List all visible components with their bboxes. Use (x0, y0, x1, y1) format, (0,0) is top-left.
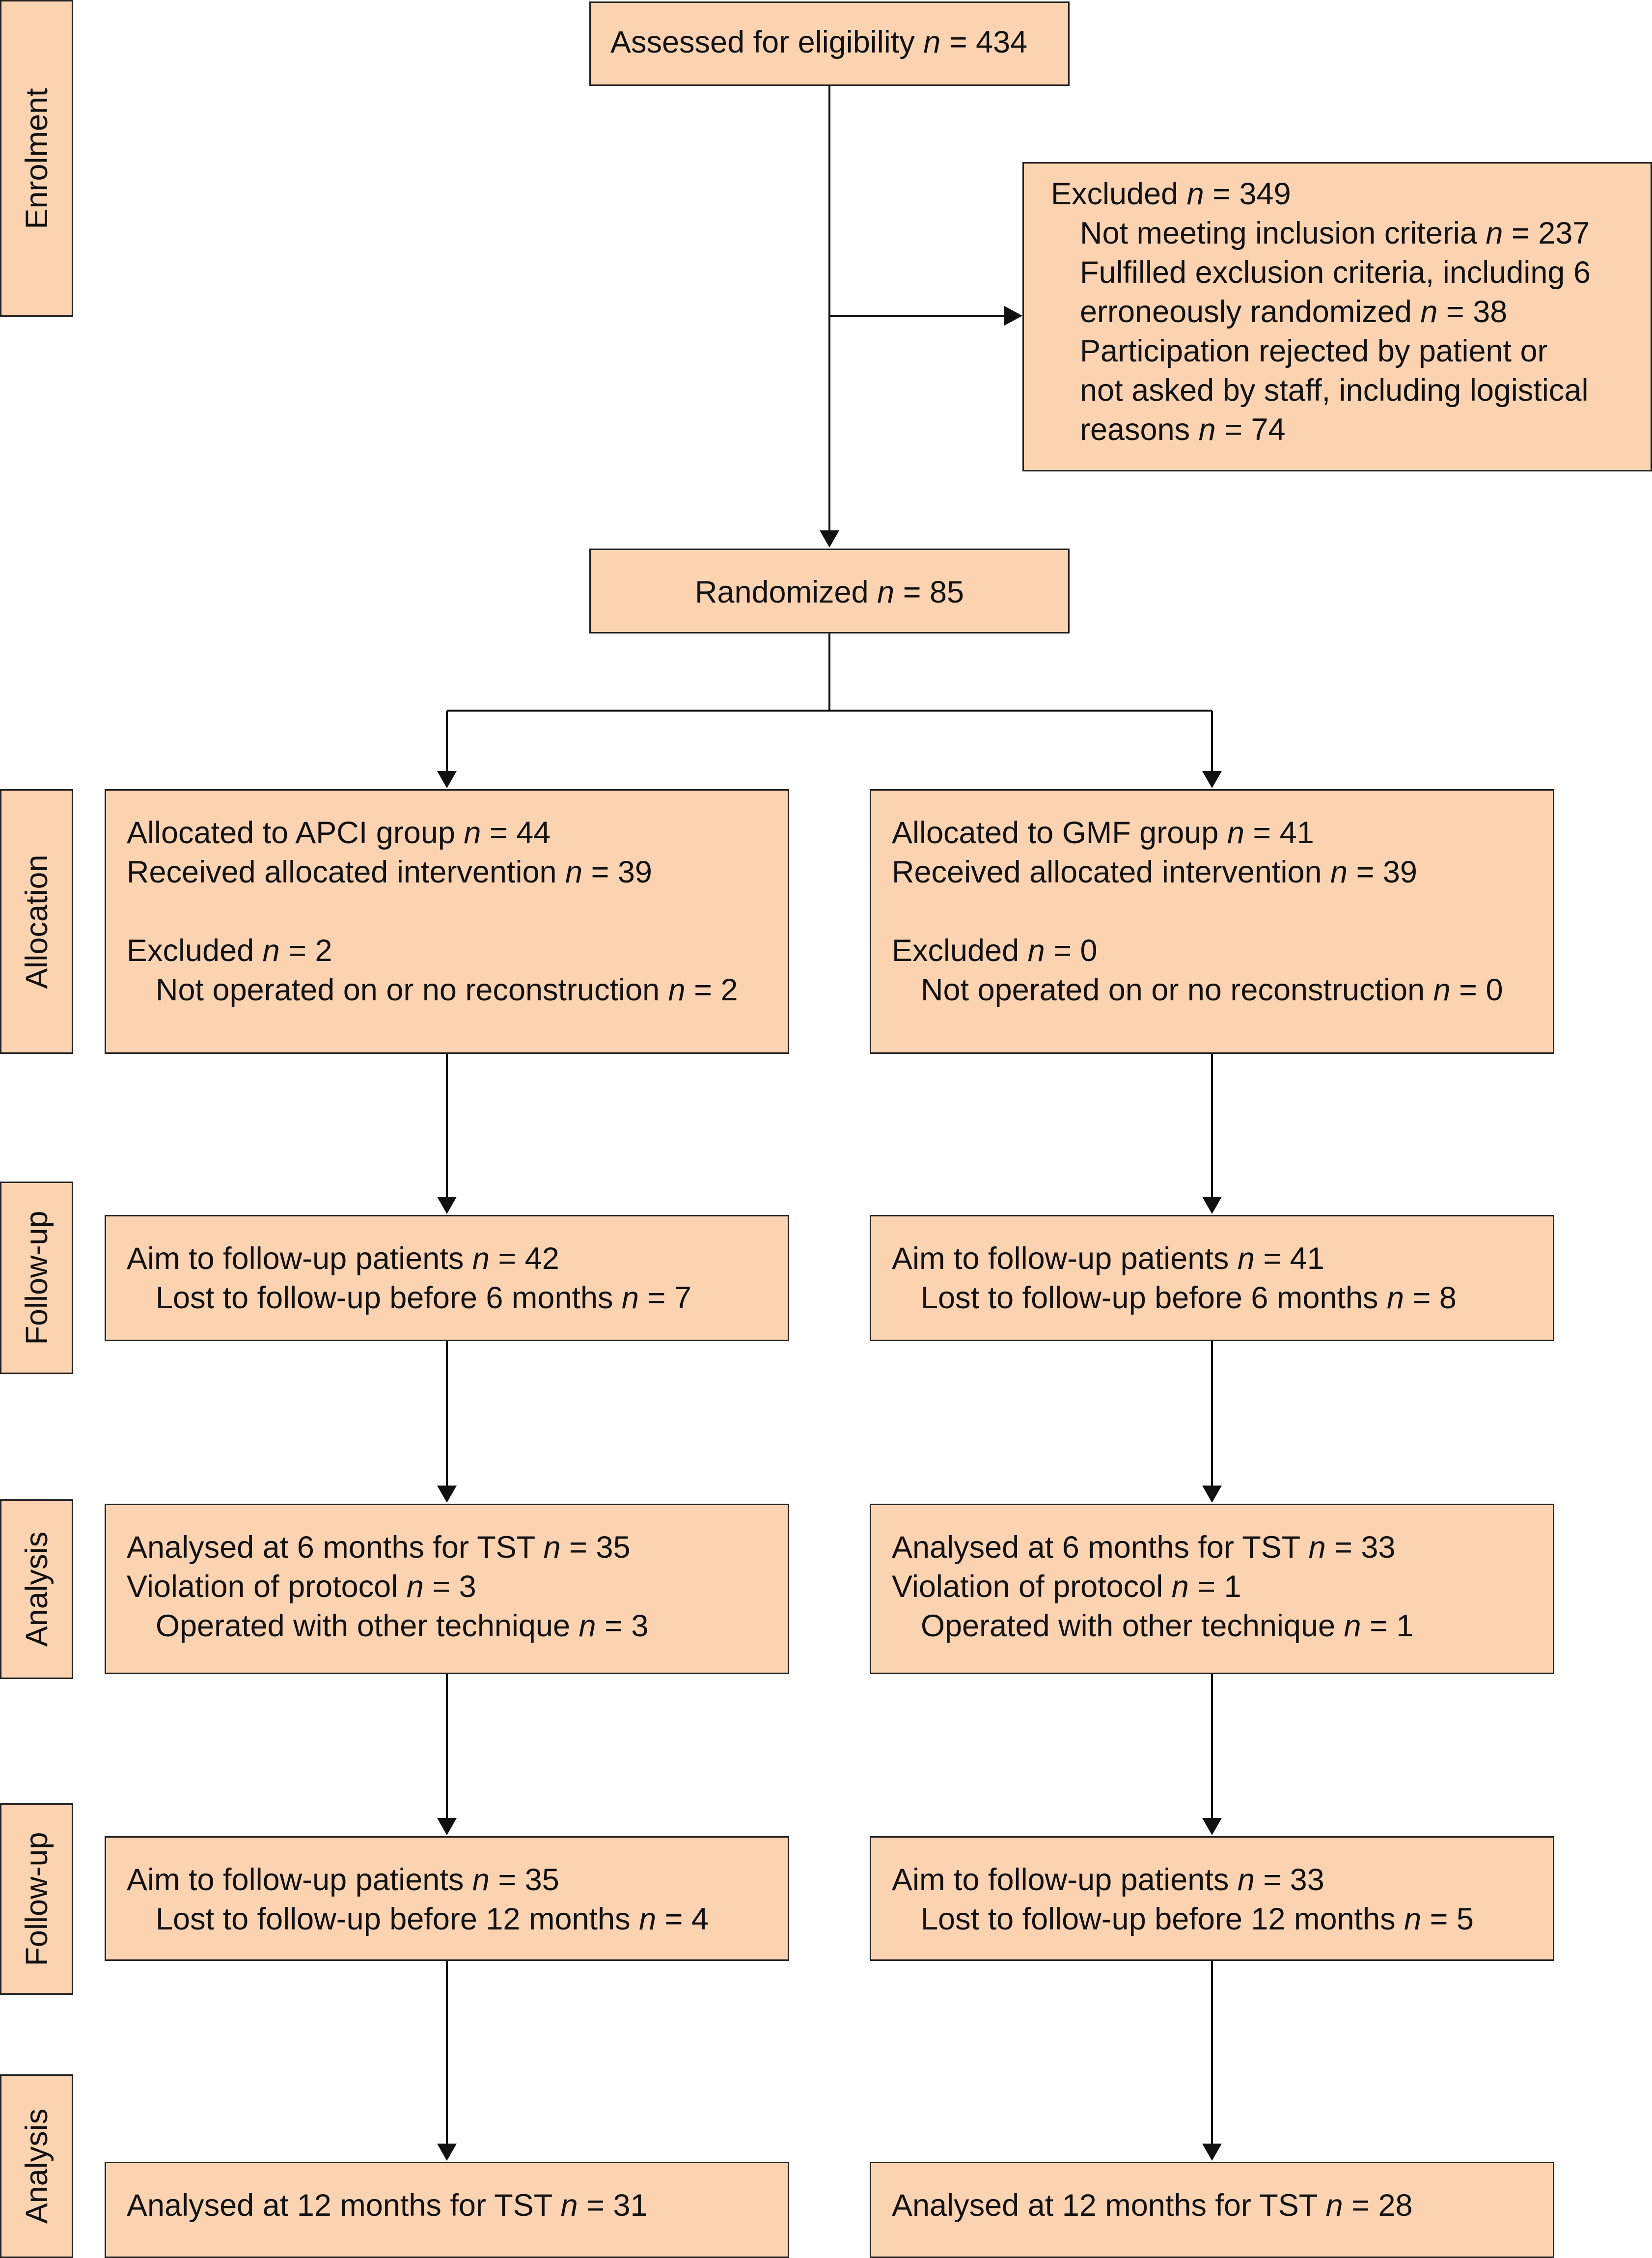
stage-analysis1-text: Analysis (19, 1531, 54, 1647)
apci-an2-analysed-line: Analysed at 12 months for TST n = 31 (127, 2188, 648, 2223)
excluded-inclusion-line: Not meeting inclusion criteria n = 237 (1080, 216, 1590, 250)
apci-fu1-lost-line: Lost to follow-up before 6 months n = 7 (156, 1281, 691, 1315)
gmf-allocated-line: Allocated to GMF group n = 41 (892, 816, 1314, 850)
apci-allocated-line: Allocated to APCI group n = 44 (127, 816, 551, 850)
excluded-title: Excluded n = 349 (1051, 177, 1291, 211)
gmf-an1-technique-line: Operated with other technique n = 1 (921, 1609, 1414, 1643)
apci-received-line: Received allocated intervention n = 39 (127, 855, 652, 889)
excluded-box: Excluded n = 349 Not meeting inclusion c… (1022, 162, 1652, 471)
arrowhead-apci-fu2 (437, 1818, 457, 1835)
arrowhead-randomized (820, 530, 839, 548)
arrowhead-gmf-an1 (1202, 1486, 1222, 1503)
excluded-reasons-line: reasons n = 74 (1080, 413, 1286, 447)
gmf-analysis-6m-box: Analysed at 6 months for TST n = 33 Viol… (870, 1504, 1554, 1674)
arrowhead-gmf-alloc (1202, 771, 1222, 788)
gmf-spacer (892, 892, 1553, 931)
gmf-fu2-lost-line: Lost to follow-up before 12 months n = 5 (921, 1902, 1474, 1936)
apci-fu2-lost-line: Lost to follow-up before 12 months n = 4 (156, 1902, 709, 1936)
stage-analysis2-text: Analysis (19, 2108, 54, 2224)
arrowhead-apci-fu1 (437, 1197, 457, 1214)
assessed-line: Assessed for eligibility n = 434 (610, 25, 1028, 59)
apci-analysis-6m-box: Analysed at 6 months for TST n = 35 Viol… (105, 1504, 789, 1674)
apci-not-operated-line: Not operated on or no reconstruction n =… (156, 973, 738, 1007)
apci-an1-analysed-line: Analysed at 6 months for TST n = 35 (127, 1530, 631, 1565)
arrowhead-apci-an2 (437, 2144, 457, 2161)
apci-spacer (127, 892, 788, 931)
gmf-not-operated-line: Not operated on or no reconstruction n =… (921, 973, 1503, 1007)
gmf-received-line: Received allocated intervention n = 39 (892, 855, 1417, 889)
stage-label-analysis-6m: Analysis (0, 1499, 73, 1679)
arrowhead-gmf-an2 (1202, 2144, 1222, 2161)
stage-label-analysis-12m: Analysis (0, 2074, 73, 2258)
gmf-analysis-12m-box: Analysed at 12 months for TST n = 28 (870, 2162, 1554, 2258)
apci-excluded-line: Excluded n = 2 (127, 934, 332, 968)
apci-an1-violation-line: Violation of protocol n = 3 (127, 1570, 476, 1604)
stage-followup1-text: Follow-up (19, 1211, 54, 1345)
gmf-excluded-line: Excluded n = 0 (892, 934, 1098, 968)
gmf-followup-12m-box: Aim to follow-up patients n = 33 Lost to… (870, 1836, 1554, 1961)
gmf-fu1-lost-line: Lost to follow-up before 6 months n = 8 (921, 1281, 1457, 1315)
apci-allocation-box: Allocated to APCI group n = 44 Received … (105, 789, 789, 1054)
apci-analysis-12m-box: Analysed at 12 months for TST n = 31 (105, 2162, 789, 2258)
stage-enrolment-text: Enrolment (19, 87, 54, 229)
apci-followup-6m-box: Aim to follow-up patients n = 42 Lost to… (105, 1215, 789, 1341)
excluded-exclusion-line: Fulfilled exclusion criteria, including … (1080, 255, 1591, 290)
arrowhead-apci-an1 (437, 1486, 457, 1503)
apci-fu2-aim-line: Aim to follow-up patients n = 35 (127, 1863, 559, 1897)
gmf-an2-analysed-line: Analysed at 12 months for TST n = 28 (892, 2188, 1413, 2223)
excluded-notasked-line: not asked by staff, including logistical (1080, 373, 1589, 408)
gmf-fu1-aim-line: Aim to follow-up patients n = 41 (892, 1241, 1324, 1276)
stage-label-enrolment: Enrolment (0, 0, 73, 317)
stage-label-followup-12m: Follow-up (0, 1803, 73, 1995)
gmf-an1-violation-line: Violation of protocol n = 1 (892, 1570, 1241, 1604)
gmf-followup-6m-box: Aim to follow-up patients n = 41 Lost to… (870, 1215, 1554, 1341)
apci-fu1-aim-line: Aim to follow-up patients n = 42 (127, 1241, 559, 1276)
excluded-rejected-line: Participation rejected by patient or (1080, 334, 1548, 368)
gmf-fu2-aim-line: Aim to follow-up patients n = 33 (892, 1863, 1324, 1897)
stage-followup2-text: Follow-up (19, 1832, 54, 1966)
arrowhead-gmf-fu2 (1202, 1818, 1222, 1835)
apci-an1-technique-line: Operated with other technique n = 3 (156, 1609, 649, 1643)
gmf-allocation-box: Allocated to GMF group n = 41 Received a… (870, 789, 1554, 1054)
apci-followup-12m-box: Aim to follow-up patients n = 35 Lost to… (105, 1836, 789, 1961)
stage-label-allocation: Allocation (0, 789, 73, 1054)
assessed-box: Assessed for eligibility n = 434 (589, 1, 1070, 86)
excluded-erroneous-line: erroneously randomized n = 38 (1080, 295, 1508, 329)
randomized-line: Randomized n = 85 (694, 575, 964, 609)
stage-allocation-text: Allocation (19, 854, 54, 989)
randomized-box: Randomized n = 85 (589, 549, 1070, 633)
arrowhead-gmf-fu1 (1202, 1197, 1222, 1214)
stage-label-followup-6m: Follow-up (0, 1182, 73, 1374)
arrowhead-excluded (1004, 306, 1022, 326)
gmf-an1-analysed-line: Analysed at 6 months for TST n = 33 (892, 1530, 1396, 1565)
arrowhead-apci-alloc (437, 771, 457, 788)
